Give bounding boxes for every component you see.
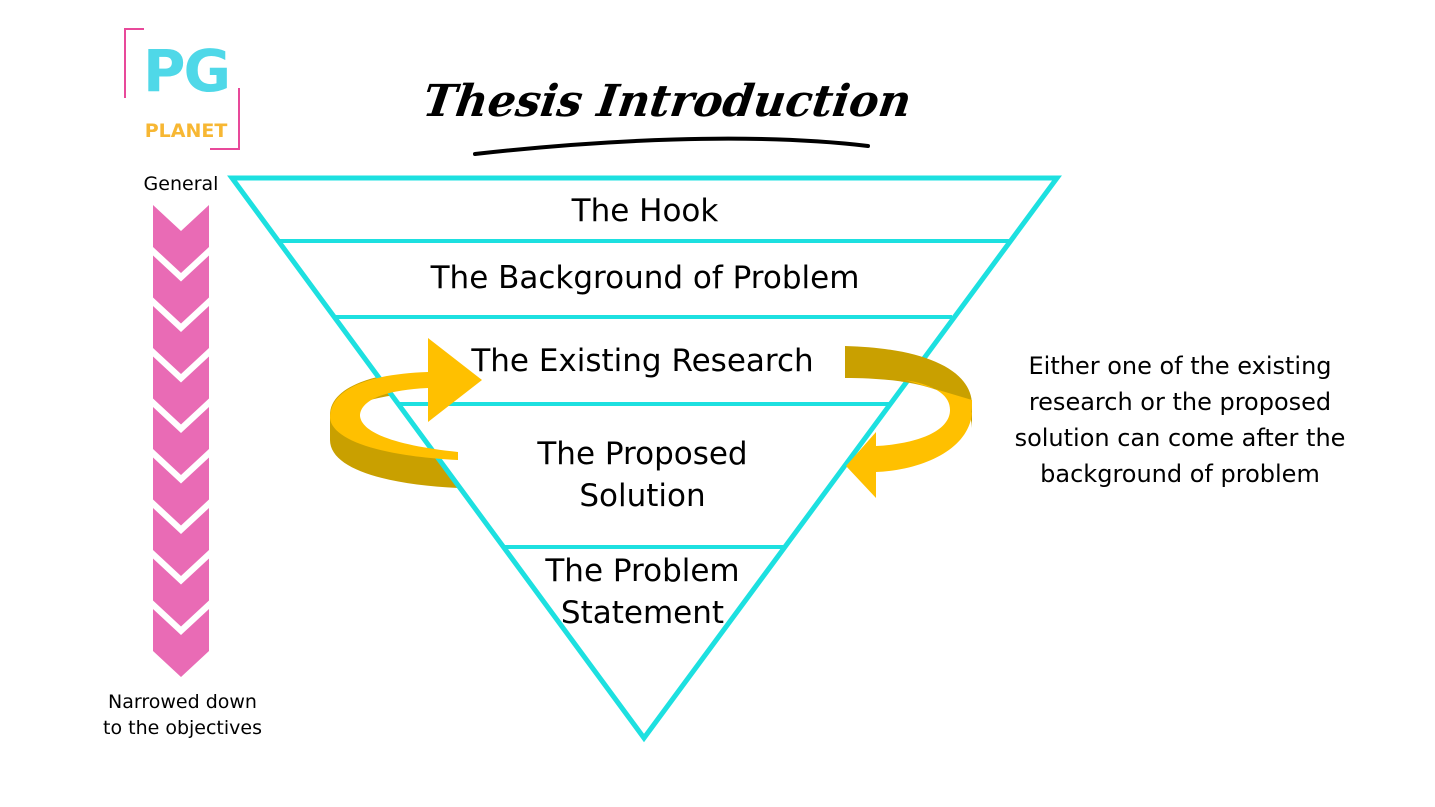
logo-frame-left bbox=[124, 28, 126, 98]
logo-subtitle: PLANET bbox=[144, 120, 228, 142]
logo-frame-top bbox=[124, 28, 144, 30]
logo-frame-right bbox=[238, 88, 240, 150]
layer-hook: The Hook bbox=[450, 190, 840, 232]
logo-mark: PG bbox=[142, 37, 231, 105]
narrowed-label: Narrowed down to the objectives bbox=[70, 689, 295, 741]
layer-background: The Background of Problem bbox=[340, 257, 950, 299]
layer-statement-line: Statement bbox=[560, 595, 725, 631]
chevron-down-icon bbox=[153, 457, 209, 526]
chevron-down-icon bbox=[153, 356, 209, 425]
layer-existing-line: The Existing Research bbox=[471, 343, 814, 379]
layer-proposed-line: Solution bbox=[579, 478, 706, 514]
swap-arrow-left-front bbox=[330, 372, 458, 460]
layer-proposed-line: The Proposed bbox=[537, 436, 748, 472]
swap-arrow-left-head bbox=[428, 338, 482, 422]
chevron-down-icon bbox=[153, 205, 209, 273]
chevron-down-icon bbox=[153, 407, 209, 475]
title-underline bbox=[473, 136, 870, 156]
chevron-down-icon bbox=[153, 508, 209, 576]
chevron-down-icon bbox=[153, 306, 209, 374]
ordering-note: Either one of the existing research or t… bbox=[1014, 352, 1346, 488]
narrowing-chevrons bbox=[153, 205, 209, 677]
layer-hook-line: The Hook bbox=[571, 193, 719, 229]
layer-statement-line: The Problem bbox=[545, 553, 740, 589]
page-title-text: Thesis Introduction bbox=[420, 75, 910, 127]
swap-arrow-right-head bbox=[846, 432, 876, 498]
swap-arrow-right-curve bbox=[876, 412, 972, 472]
general-label: General bbox=[143, 173, 219, 195]
narrowed-label-line-2: to the objectives bbox=[103, 717, 262, 739]
chevron-down-icon bbox=[153, 558, 209, 627]
logo-frame-bottom bbox=[210, 148, 240, 150]
chevron-down-icon bbox=[153, 255, 209, 324]
narrowed-label-line-1: Narrowed down bbox=[108, 691, 257, 713]
page-title: Thesis Introduction bbox=[420, 75, 910, 156]
swap-arrow-right-back bbox=[845, 346, 972, 428]
layer-existing: The Existing Research bbox=[430, 340, 855, 382]
pg-planet-logo: PG PLANET bbox=[124, 28, 240, 150]
chevron-down-icon bbox=[153, 609, 209, 677]
layer-background-line: The Background of Problem bbox=[430, 260, 860, 296]
